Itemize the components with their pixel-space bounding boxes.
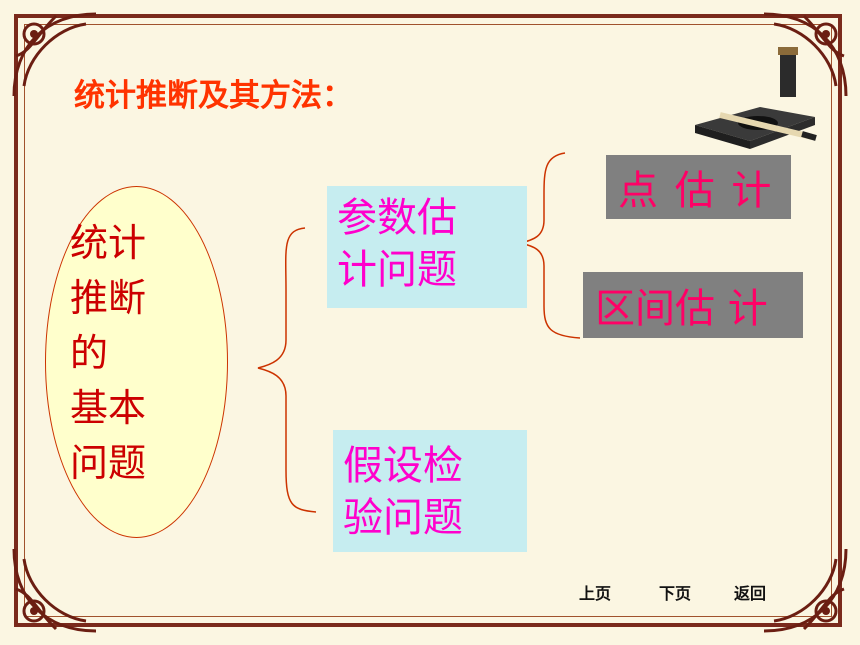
corner-ornament-icon: [12, 12, 97, 97]
central-topic: 统计 推断 的 基本 问题: [70, 216, 190, 491]
back-link[interactable]: 返回: [734, 584, 767, 603]
central-topic-line: 的: [70, 331, 109, 375]
box-line: 假设检: [343, 443, 463, 489]
central-ellipse: [45, 186, 228, 538]
central-topic-line: 问题: [70, 441, 147, 485]
point-estimation-box: 点 估 计: [606, 155, 791, 219]
central-topic-line: 基本: [70, 386, 147, 430]
page-title: 统计推断及其方法：: [74, 78, 353, 114]
hypothesis-testing-box: 假设检 验问题: [333, 430, 527, 552]
central-topic-line: 统计: [70, 221, 147, 265]
slide-frame-outer: [14, 14, 842, 627]
box-line: 参数估: [337, 195, 457, 241]
prev-page-link[interactable]: 上页: [579, 584, 612, 603]
next-page-link[interactable]: 下页: [659, 584, 692, 603]
interval-estimation-box: 区间估 计: [583, 272, 803, 338]
inkstone-brush-icon: [695, 47, 817, 149]
box-line: 计问题: [337, 247, 457, 293]
box-line: 验问题: [343, 495, 463, 541]
corner-ornament-icon: [763, 548, 848, 633]
corner-ornament-icon: [763, 12, 848, 97]
parameter-estimation-box: 参数估 计问题: [327, 186, 527, 308]
central-topic-line: 推断: [70, 276, 147, 320]
slide-frame-inner: [24, 24, 832, 617]
corner-ornament-icon: [12, 548, 97, 633]
